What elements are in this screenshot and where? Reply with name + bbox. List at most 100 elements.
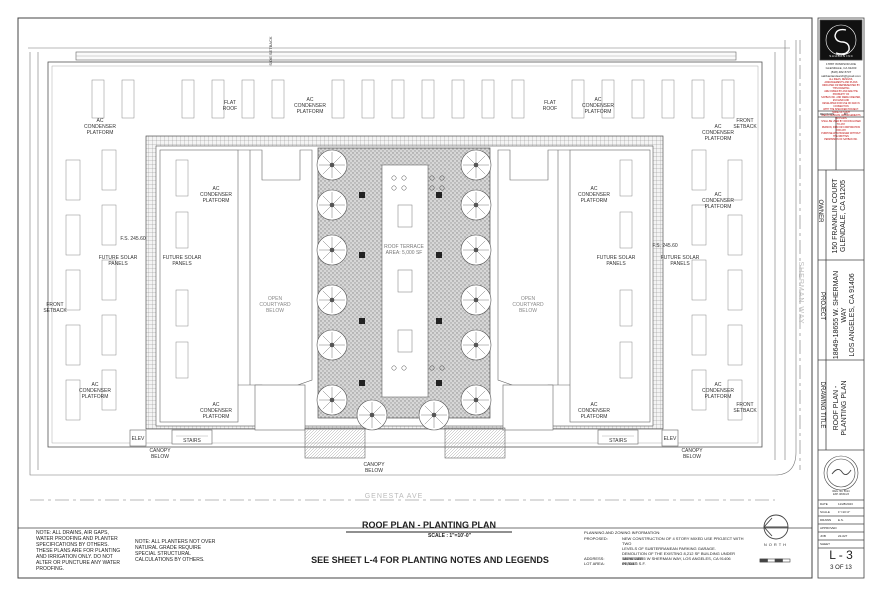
zoning-heading: PLANNING AND ZONING INFORMATION: [584, 530, 661, 535]
solar-label-right-2: FUTURE SOLAR PANELS [660, 255, 700, 267]
tree-icon [316, 284, 348, 316]
ac-label-inner-right-lower: AC CONDENSER PLATFORM [578, 402, 610, 420]
job-label: JOB [820, 534, 826, 538]
elev-label-left: ELEV [131, 436, 145, 442]
canopy-label-center: CANOPY BELOW [363, 462, 385, 474]
front-setback-right-lower: FRONT SETBACK [733, 402, 757, 414]
canopy-label-left: CANOPY BELOW [149, 448, 171, 460]
drawn-value: E.S. [838, 518, 844, 522]
stairs-label-left: STAIRS [183, 438, 201, 444]
tree-icon [316, 384, 348, 416]
ac-label-inner-right: AC CONDENSER PLATFORM [578, 186, 610, 204]
terrace-planter-blocks [359, 192, 442, 386]
elev-label-right: ELEV [663, 436, 677, 442]
note-drains: NOTE: ALL DRAINS, AIR GAPS, WATER PROOFI… [36, 530, 121, 572]
north-arrow-icon [763, 514, 789, 540]
drawing-title-label: DRAWING TITLE [819, 381, 825, 429]
street-label-genesta: GENESTA AVE [364, 493, 424, 500]
flat-roof-label-left: FLAT ROOF [222, 100, 238, 112]
zoning-address-value: 18649-18655 W SHERMAN WAY, LOS ANGELES, … [622, 556, 731, 561]
license-stamp-icon [823, 455, 859, 491]
tree-icon [316, 234, 348, 266]
zoning-lot-label: LOT AREA: [584, 561, 605, 566]
north-label: NORTH [763, 542, 789, 547]
see-sheet-note: SEE SHEET L-4 FOR PLANTING NOTES AND LEG… [311, 555, 549, 565]
stamp-text: REG. No. 5614 EXP. 08/31/23 [832, 490, 850, 496]
date-value: 11/28/2023 [838, 502, 853, 506]
zoning-proposed-value: NEW CONSTRUCTION OF 4 STORY MIXED USE PR… [622, 536, 744, 566]
ac-label-inner-left-lower: AC CONDENSER PLATFORM [200, 402, 232, 420]
tree-icon [460, 329, 492, 361]
date-label: DATE [820, 502, 828, 506]
flat-roof-label-right: FLAT ROOF [542, 100, 558, 112]
sheet-label: SHEET [820, 542, 831, 546]
job-value: 22-027 [838, 534, 848, 538]
ac-label-inner-left: AC CONDENSER PLATFORM [200, 186, 232, 204]
stairs-label-right: STAIRS [609, 438, 627, 444]
roof-terrace-label: ROOF TERRACE AREA: 5,000 SF [384, 244, 424, 256]
terrace-furniture [391, 175, 445, 371]
ac-label-right-upper: AC CONDENSER PLATFORM [702, 124, 734, 142]
project-label: PROJECT [819, 291, 825, 320]
tree-icon [460, 149, 492, 181]
ac-label-right-lower: AC CONDENSER PLATFORM [702, 382, 734, 400]
scale-label: SCALE [820, 510, 830, 514]
by-label: BY [844, 112, 849, 116]
street-label-sherman: SHERMAN WAY [797, 261, 804, 325]
front-setback-left: FRONT SETBACK [43, 302, 67, 314]
fs-elevation-left: F.S. 245.60 [120, 236, 146, 242]
ac-label-left-upper: AC CONDENSER PLATFORM [84, 118, 116, 136]
zoning-proposed-label: PROPOSED: [584, 536, 608, 541]
plan-title: ROOF PLAN - PLANTING PLAN [362, 520, 496, 530]
tree-icon-group [316, 149, 492, 431]
canopy-label-right: CANOPY BELOW [681, 448, 703, 460]
tree-icon [316, 329, 348, 361]
tree-icon [460, 384, 492, 416]
front-setback-right-upper: FRONT SETBACK [733, 118, 757, 130]
tree-icon [316, 149, 348, 181]
firm-address: 17887 WINDSOR AVE GLENDALE, CA 91203 (81… [821, 62, 861, 78]
site-lines [28, 40, 801, 501]
tree-icon [460, 284, 492, 316]
sheet-of: 3 OF 13 [830, 565, 852, 571]
solar-label-left-1: FUTURE SOLAR PANELS [98, 255, 138, 267]
drawn-label: DRAWN [820, 518, 832, 522]
tree-icon [316, 189, 348, 221]
ac-label-top-right: AC CONDENSER PLATFORM [582, 97, 614, 115]
tree-icon [356, 399, 388, 431]
side-setback-label: SIDE SETBACK [268, 36, 273, 66]
approved-label: APPROVED [820, 526, 837, 530]
fs-elevation-right: F.S. 245.60 [652, 243, 678, 249]
sahban-logo-icon [825, 24, 857, 56]
plan-scale: SCALE : 1"=10'-0" [428, 533, 472, 539]
ac-label-left-lower: AC CONDENSER PLATFORM [79, 382, 111, 400]
owner-label: OWNER [817, 199, 823, 223]
courtyard-label-left: OPEN COURTYARD BELOW [259, 296, 291, 314]
sheet-border [17, 17, 813, 579]
tree-icon [460, 234, 492, 266]
core-blocks [129, 384, 679, 459]
zoning-address-label: ADDRESS: [584, 556, 605, 561]
title-block [817, 17, 865, 579]
firm-notice: ALL IDEAS, DESIGNS, ARRANGEMENTS AND PLA… [821, 79, 861, 141]
scale-value: 1"=10'-0" [838, 510, 851, 514]
solar-label-right-1: FUTURE SOLAR PANELS [596, 255, 636, 267]
zoning-lot-value: 49,333.5 S.F. [622, 561, 646, 566]
sheet-number: L - 3 [829, 548, 853, 562]
roof-rectangles [65, 79, 743, 421]
tree-icon [460, 189, 492, 221]
ac-label-top-left: AC CONDENSER PLATFORM [294, 97, 326, 115]
drawing-title-value: ROOF PLAN - PLANTING PLAN [833, 380, 848, 436]
ac-label-right-mid: AC CONDENSER PLATFORM [702, 192, 734, 210]
revision-label: REVISION [820, 112, 835, 116]
firm-logo-text: S A H B A N I N C [829, 54, 853, 58]
solar-label-left-2: FUTURE SOLAR PANELS [162, 255, 202, 267]
note-planters: NOTE: ALL PLANTERS NOT OVER NATURAL GRAD… [135, 539, 216, 563]
graphic-scale [759, 558, 791, 563]
project-value: 18649-18655 W. SHERMAN WAY LOS ANGELES, … [833, 270, 856, 360]
owner-value: 150 FRANKLIN COURT GLENDALE, CA 91205 [832, 178, 847, 254]
courtyard-label-right: OPEN COURTYARD BELOW [512, 296, 544, 314]
terrace-benches [397, 204, 413, 353]
